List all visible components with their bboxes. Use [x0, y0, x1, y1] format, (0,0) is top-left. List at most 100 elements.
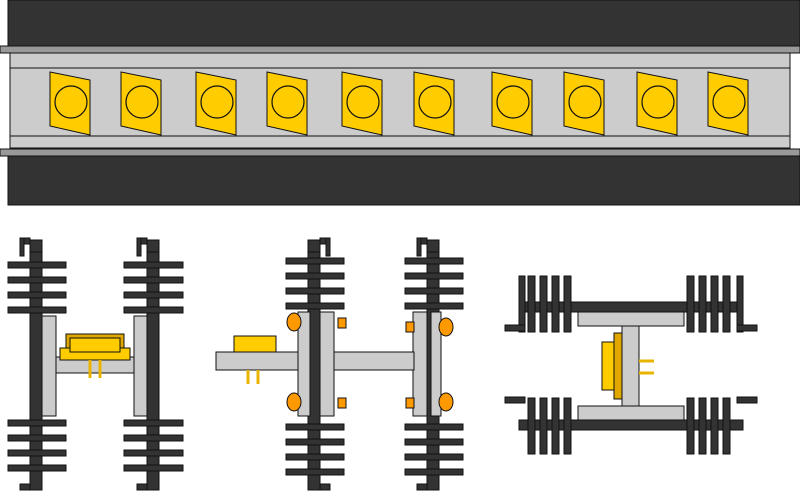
h-mount-single-device [7, 237, 184, 491]
component-rail-assembly [0, 0, 800, 206]
heatsink-fin [285, 423, 345, 431]
heatsink-fin [285, 468, 345, 476]
heatsink-fin [285, 272, 345, 280]
rail-component-lens [200, 85, 234, 119]
mounting-plate-right [412, 311, 428, 417]
rail-component-lens [568, 85, 602, 119]
heatsink-fin [563, 275, 572, 333]
heatsink-fin [527, 397, 536, 455]
heatsink-fin [404, 438, 464, 446]
heatsink-hook-lip [136, 237, 142, 257]
device-housing [601, 341, 615, 391]
heatsink-foot [136, 483, 148, 491]
heatsink-fin [404, 257, 464, 265]
heatsink-hook [736, 275, 744, 333]
heatsink-fin [404, 302, 464, 310]
heatsink-fin [539, 397, 548, 455]
heatsink-fin [285, 302, 345, 310]
heatsink-fin [7, 464, 67, 472]
spring-clip [438, 317, 454, 337]
heatsink-fin [722, 397, 731, 455]
rail-component-lens [54, 85, 88, 119]
heatsink-fin [285, 438, 345, 446]
heatsink-fin [123, 419, 184, 427]
heatsink-fin [123, 276, 184, 284]
heatsink-fin [686, 397, 695, 455]
heatsink-fin [285, 287, 345, 295]
dark-rail-top [7, 0, 800, 49]
mounting-plate-inner [319, 311, 335, 417]
heatsink-fin [123, 291, 184, 299]
device-housing [233, 335, 277, 353]
heatsink-cap [29, 239, 43, 253]
heatsink-cap [426, 239, 440, 253]
heatsink-fin [698, 275, 707, 333]
rail-component-lens [712, 85, 746, 119]
clip-washer [337, 397, 347, 409]
heatsink-fin [123, 464, 184, 472]
heatsink-fin [722, 275, 731, 333]
heatsink-fin [404, 453, 464, 461]
spring-clip [438, 392, 454, 412]
horizontal-clamp-mount [504, 275, 758, 455]
heatsink-lip [504, 324, 526, 332]
heatsink-fin [539, 275, 548, 333]
heatsink-fin [7, 276, 67, 284]
rail-component-lens [271, 85, 305, 119]
rail-component-lens [496, 85, 530, 119]
heatsink-hook [518, 275, 526, 333]
bridge-bar [333, 351, 415, 371]
heatsink-fin [698, 397, 707, 455]
device-tab [613, 332, 623, 400]
mounting-plate-outer [430, 311, 442, 417]
heatsink-fin [123, 306, 184, 314]
heatsink-fin [551, 397, 560, 455]
heatsink-hook-lip [19, 237, 25, 257]
heatsink-fin [7, 449, 67, 457]
heatsink-fin [7, 261, 67, 269]
heatsink-cap [307, 239, 321, 253]
heatsink-fin [527, 275, 536, 333]
clip-washer [405, 321, 415, 333]
heatsink-foot [319, 483, 331, 491]
heatsink-fin [404, 272, 464, 280]
heatsink-fin [123, 449, 184, 457]
device-housing [69, 337, 121, 353]
heatsink-lip [504, 396, 526, 404]
heatsink-fin [686, 275, 695, 333]
heatsink-fin [285, 257, 345, 265]
clamp-post [621, 325, 640, 407]
heatsink-lip [736, 324, 758, 332]
heatsink-fin [710, 275, 719, 333]
dark-rail-bottom [7, 155, 800, 206]
heatsink-hook-lip [416, 237, 422, 257]
flange-bottom [0, 148, 800, 157]
heatsink-hook-lip [325, 237, 331, 257]
heatsink-fin [7, 291, 67, 299]
heatsink-fin [404, 468, 464, 476]
rail-component-lens [346, 85, 380, 119]
heatsink-fin [551, 275, 560, 333]
heatsink-fin [710, 397, 719, 455]
heatsink-fin [7, 306, 67, 314]
clip-washer [337, 317, 347, 329]
mounting-plate-right [133, 315, 148, 417]
flange-top [0, 45, 800, 54]
rail-component-lens [418, 85, 452, 119]
heatsink-fin [123, 434, 184, 442]
h-mount-bridged-clips [215, 237, 464, 491]
rail-component-lens [641, 85, 675, 119]
heatsink-fin [123, 261, 184, 269]
heatsink-foot [416, 483, 428, 491]
mounting-plate-left [41, 315, 57, 417]
heatsink-fin [285, 453, 345, 461]
heatsink-fin [7, 434, 67, 442]
spring-clip [286, 312, 302, 332]
heatsink-foot [19, 483, 31, 491]
device-mount-bar [215, 351, 299, 371]
heatsink-fin [404, 287, 464, 295]
clamp-plate-top [577, 311, 685, 327]
clip-washer [405, 397, 415, 409]
spring-clip [286, 392, 302, 412]
